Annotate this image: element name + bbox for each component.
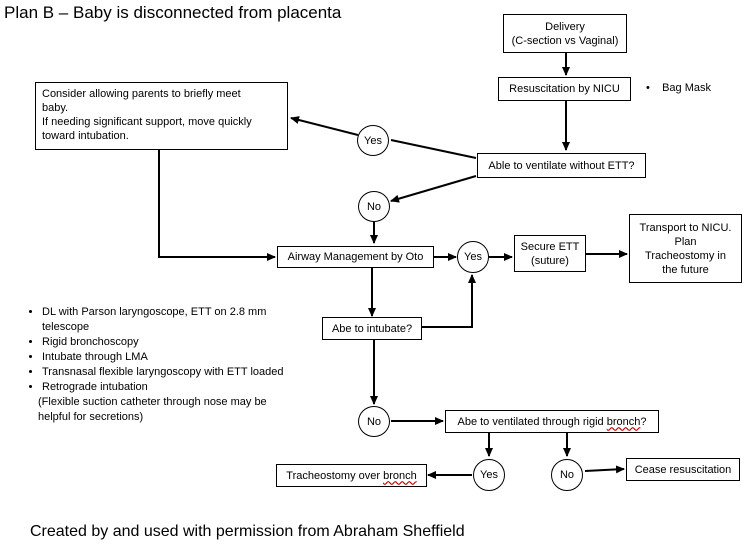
parents-box: Consider allowing parents to briefly mee… — [35, 82, 288, 150]
parents-line-2: baby. — [42, 102, 69, 114]
transport-box: Transport to NICU. Plan Tracheostomy in … — [629, 214, 742, 283]
option-item: Intubate through LMA — [42, 350, 314, 365]
parents-line-1: Consider allowing parents to briefly mee… — [42, 88, 241, 100]
yes-label: Yes — [480, 469, 498, 481]
arrow-ventilate-to-yes — [390, 139, 477, 159]
parents-line-3: If needing significant support, move qui… — [42, 116, 252, 128]
options-footnote: (Flexible suction catheter through nose … — [38, 396, 267, 423]
yes-label: Yes — [364, 134, 382, 147]
abe-ventilated-box: Abe to ventilated through rigid bronch? — [445, 410, 659, 433]
no-label: No — [559, 469, 575, 481]
no-circle-bronch: No — [551, 459, 583, 491]
transport-line-3: Tracheostomy in — [645, 249, 726, 262]
no-label: No — [366, 200, 382, 213]
yes-circle-ventilate: Yes — [357, 125, 389, 156]
resuscitation-label: Resuscitation by NICU — [509, 83, 620, 95]
arrow-ventilate-to-no — [390, 175, 477, 203]
abe-intubate-box: Abe to intubate? — [322, 317, 422, 340]
page-title: Plan B – Baby is disconnected from place… — [4, 3, 342, 22]
option-item: DL with Parson laryngoscope, ETT on 2.8 … — [42, 305, 314, 335]
delivery-label: Delivery — [545, 20, 585, 33]
able-ventilate-label: Able to ventilate without ETT? — [488, 159, 635, 172]
able-ventilate-box: Able to ventilate without ETT? — [477, 153, 646, 178]
airway-label: Airway Management by Oto — [287, 251, 424, 263]
arrow-intubate-to-yes — [422, 274, 476, 328]
arrow-no-to-cease — [584, 465, 625, 474]
tracheostomy-box: Tracheostomy over bronch — [276, 464, 427, 487]
intubation-options-list: DL with Parson laryngoscope, ETT on 2.8 … — [24, 305, 314, 425]
yes-circle-airway: Yes — [457, 241, 489, 273]
cease-box: Cease resuscitation — [626, 458, 740, 481]
transport-line-4: the future — [662, 263, 709, 276]
credit-text: Created by and used with permission from… — [30, 523, 465, 540]
airway-box: Airway Management by Oto — [277, 246, 434, 268]
abe-intubate-label: Abe to intubate? — [331, 322, 413, 335]
yes-circle-bronch: Yes — [473, 459, 505, 491]
no-circle-ventilate: No — [358, 191, 390, 222]
cease-label: Cease resuscitation — [634, 463, 732, 476]
transport-line-1: Transport to NICU. — [639, 221, 732, 234]
secure-ett-box: Secure ETT (suture) — [514, 235, 586, 272]
option-item: Rigid bronchoscopy — [42, 335, 314, 350]
arrow-yes-to-parents — [290, 116, 359, 136]
bullet-icon: • — [646, 82, 663, 94]
arrow-parents-to-airway — [158, 150, 276, 261]
tracheostomy-label: Tracheostomy over bronch — [286, 469, 417, 482]
secure-ett-sublabel: (suture) — [531, 254, 569, 267]
transport-line-2: Plan — [674, 235, 697, 248]
option-item: Transnasal flexible laryngoscopy with ET… — [42, 365, 314, 380]
no-circle-intubate: No — [358, 406, 390, 437]
bag-mask-label: Bag Mask — [662, 82, 711, 94]
delivery-box: Delivery (C-section vs Vaginal) — [503, 14, 627, 53]
delivery-sublabel: (C-section vs Vaginal) — [511, 34, 619, 47]
no-label: No — [366, 415, 382, 428]
parents-line-4: toward intubation. — [42, 130, 129, 142]
option-item: Retrograde intubation — [42, 380, 314, 395]
abe-ventilated-label: Abe to ventilated through rigid bronch? — [457, 415, 647, 428]
secure-ett-label: Secure ETT — [520, 240, 580, 253]
bag-mask-note: • Bag Mask — [646, 81, 711, 96]
resuscitation-box: Resuscitation by NICU — [498, 77, 631, 101]
yes-label: Yes — [464, 251, 482, 263]
